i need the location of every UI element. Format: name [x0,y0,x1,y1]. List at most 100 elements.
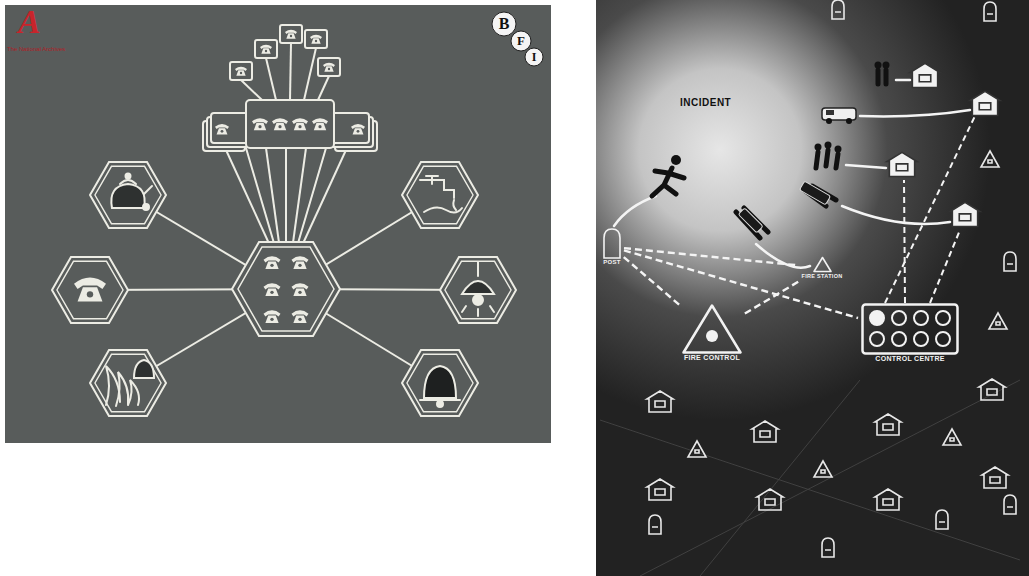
hexagon-icon [128,380,139,405]
link-line [300,150,346,250]
node-label: POST [601,259,623,266]
control-dot [706,330,718,342]
figure [826,110,834,115]
link-line [226,150,272,250]
post-symbol [984,2,996,21]
box-stack [230,62,252,80]
lit-hut [970,91,1000,115]
lit-hut [950,202,980,226]
telephone-icon [292,283,309,296]
hut-symbol [982,467,1008,488]
post-symbol [1004,252,1016,271]
dashed-link [930,230,960,303]
bfi-logo [511,31,531,51]
figure [815,144,822,151]
box-stack [255,40,277,58]
telephone-icon [312,118,328,130]
hexagon-icon [462,306,494,316]
figure [738,208,763,233]
link-line [266,58,276,100]
figure [800,181,831,205]
triangle-symbol [943,429,961,445]
hexagon-icon [116,372,128,406]
telephone-icon [264,283,281,296]
box-stack [280,25,302,43]
figure [826,118,832,124]
link-line [266,148,280,250]
hut-symbol [875,414,901,435]
telephone-icon [264,310,281,323]
hexagon-icon [143,204,149,210]
box-stack [305,30,327,48]
telephone-icon [260,45,272,54]
figure [652,70,886,238]
triangle-outline [814,258,831,272]
hexagon [402,162,478,228]
node-outline [680,304,744,354]
figure [883,62,890,69]
node-label: FIRE STATION [800,273,845,279]
map-streak [640,380,1020,576]
dashed-connector [624,250,858,318]
box-stack [203,25,377,151]
film-still [5,5,551,443]
panel-lamp [936,332,950,346]
hexagon-icon [144,186,152,194]
link-line [296,148,326,250]
dashed-link [885,116,975,303]
figure [736,208,768,238]
hexagon [57,261,123,318]
figure [878,70,886,84]
hexagon-icon [106,174,494,408]
hexagon-icon [473,295,483,305]
bfi-logo [492,12,516,36]
post-symbol [649,515,661,534]
fire-control: FIRE CONTROL [680,304,744,362]
link-line [304,48,316,100]
telephone-icon [351,124,365,135]
triangle-symbol [688,441,706,457]
post-symbol [936,510,948,529]
figure [835,146,842,153]
panel-lamp [892,332,906,346]
incident-label: INCIDENT [680,97,731,109]
hut-symbol [647,391,673,412]
link-line [292,148,306,250]
route-line [846,165,886,168]
figure [875,62,882,69]
hut-symbol [979,379,1005,400]
telephone-icon [292,256,309,269]
panel-lamp [914,311,928,325]
node-label: CONTROL CENTRE [859,355,961,363]
hexagon [90,162,166,228]
lit-hut [910,63,940,87]
triangle-symbol [814,461,832,477]
map-streak [700,380,860,576]
hexagon [445,261,511,318]
route-line [860,110,970,116]
route-line [896,79,910,82]
telephone-icon [285,30,297,39]
post-symbol [832,0,844,19]
telephone-icon [272,118,288,130]
hexagon [95,354,161,411]
bfi-logo [492,12,543,66]
figure [652,168,684,196]
box-stack [318,58,340,76]
panel-lamp [892,311,906,325]
hexagon-icon [111,184,144,208]
archive-name: The National Archives [7,45,65,53]
telephone-icon [215,124,229,135]
link-line [246,148,276,250]
hexagon [232,242,340,336]
figure [822,108,856,120]
telephone-icon [310,35,322,44]
bfi-logo [525,48,543,66]
link-line [285,148,287,250]
node-outline [601,228,623,259]
hexagon-icon [437,401,443,407]
hexagon-icon [477,262,479,276]
hexagon [52,162,516,416]
